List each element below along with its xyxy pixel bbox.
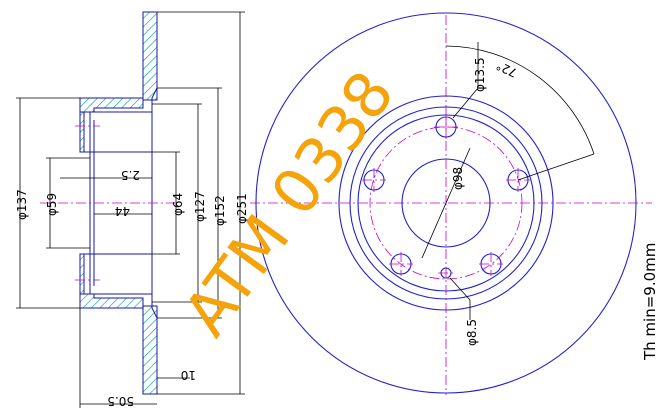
leader-13-5 (452, 42, 479, 119)
hat-face-top (79, 111, 85, 153)
angle-leader (517, 153, 595, 181)
dim-label-64: φ64 (171, 193, 185, 216)
dim-label-8-5: φ8.5 (465, 319, 479, 346)
min-thickness-note: Th min=9.0mm (641, 243, 659, 361)
hat-outer-circle (349, 106, 543, 300)
dim-label-72: 72° (494, 58, 519, 80)
dim-label-44: 44 (115, 204, 130, 218)
friction-inner-circle (338, 95, 554, 311)
bolt-center-marks (362, 115, 530, 276)
dim-label-137: φ137 (15, 189, 29, 220)
dim-label-127: φ127 (193, 191, 207, 222)
dim-label-2-5: 2.5 (121, 168, 140, 182)
leader-98 (421, 147, 471, 259)
disc-section-bottom (142, 305, 158, 395)
leader-8-5 (449, 277, 471, 320)
front-view: φ13.5 72° φ98 φ8.5 (250, 12, 652, 395)
angle-72-arc (445, 45, 595, 155)
dim-label-251: φ251 (235, 193, 249, 224)
dim-label-10: 10 (181, 368, 196, 382)
dim-label-50-5: 50.5 (107, 394, 134, 408)
dim-label-13-5: φ13.5 (473, 57, 487, 92)
disc-outer-circle (255, 12, 637, 394)
hat-section-bottom (79, 293, 144, 309)
disc-section-top (142, 11, 158, 101)
dim-label-152: φ152 (213, 195, 227, 226)
side-section-view: φ251 φ152 φ127 φ64 φ137 φ59 2.5 44 10 50… (15, 11, 249, 408)
bolt-pcd-circle (369, 126, 523, 280)
hat-section-top (79, 97, 144, 113)
dim-label-59: φ59 (45, 193, 59, 216)
center-bore-circle (401, 158, 491, 248)
hat-face-bottom (79, 253, 85, 295)
dim-label-98: φ98 (451, 167, 465, 190)
